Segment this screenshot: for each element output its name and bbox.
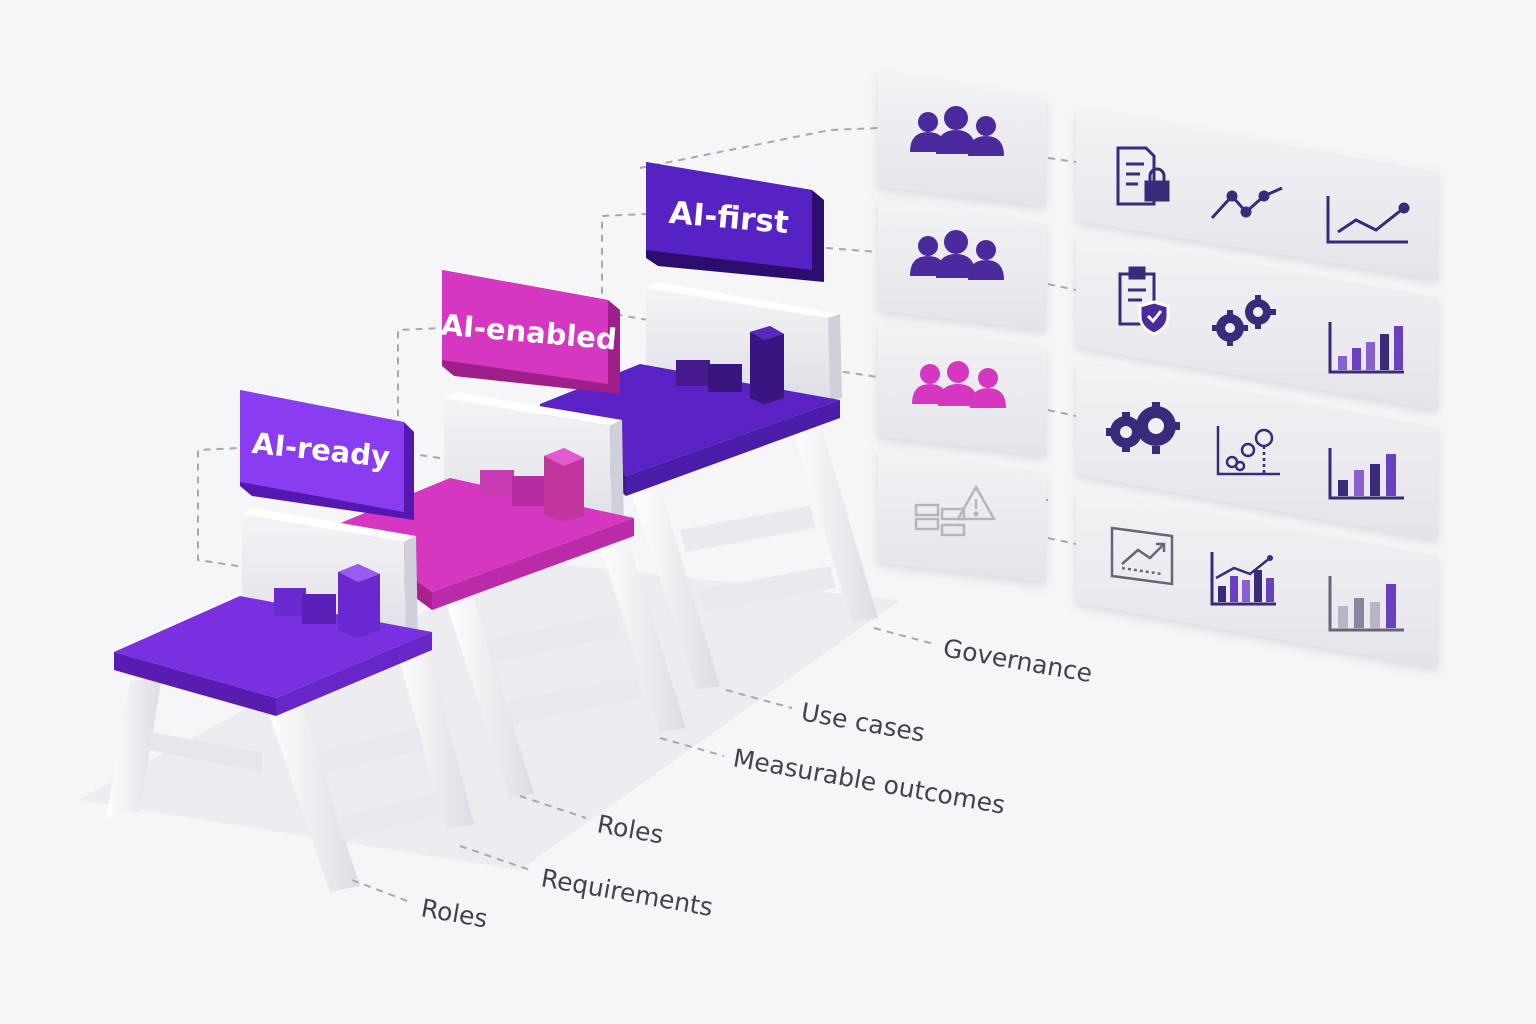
scatter-chart-icon (1216, 426, 1280, 476)
team-icon (910, 230, 1004, 280)
bar-chart-icon (1328, 576, 1404, 632)
gears-icon (1212, 295, 1276, 346)
callout-measurable-outcomes: Measurable outcomes (731, 743, 1007, 819)
bar-chart-icon (1328, 322, 1404, 374)
callout-governance: Governance (941, 633, 1095, 688)
clipboard-shield-icon (1118, 266, 1170, 336)
team-icon (910, 106, 1004, 156)
blocks-warning-icon (914, 484, 997, 537)
team-card (878, 448, 1046, 582)
dashed-leader-lines (197, 127, 1077, 567)
document-lock-icon (1116, 146, 1170, 206)
bar-chart-icon (1328, 448, 1404, 500)
line-chart-icon (1210, 186, 1283, 220)
callout-use-cases: Use cases (799, 697, 927, 747)
trend-chart-icon (1326, 196, 1410, 244)
gears-icon (1106, 402, 1180, 454)
team-icon (912, 361, 1006, 408)
bar-trend-icon (1210, 552, 1276, 606)
maturity-matrix (878, 74, 1438, 668)
callout-roles-1: Roles (419, 893, 490, 933)
stool-ai-ready: AI-ready (106, 390, 474, 892)
trend-screen-icon (1110, 526, 1174, 586)
callout-requirements: Requirements (539, 863, 715, 922)
callout-roles-2: Roles (595, 809, 666, 849)
callout-leaders (351, 627, 935, 903)
metrics-card (1076, 110, 1438, 280)
